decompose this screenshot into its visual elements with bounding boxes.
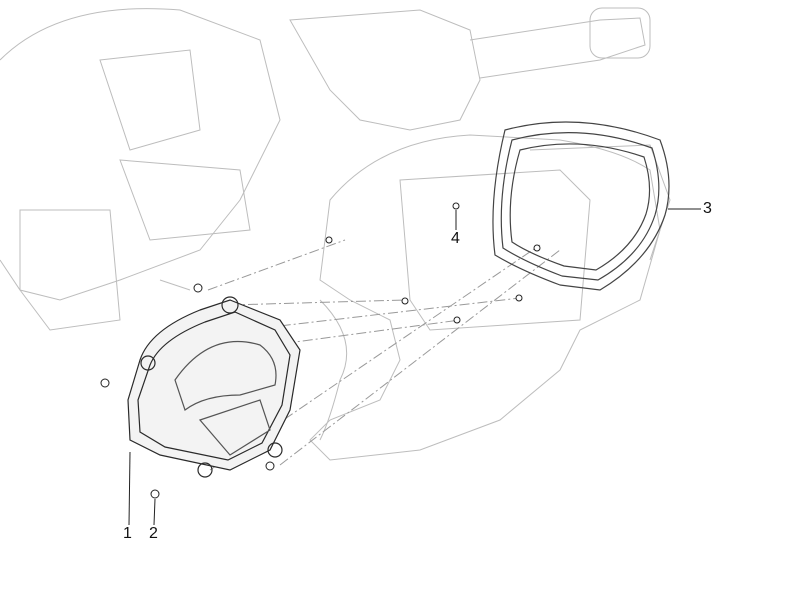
screw-icon — [100, 378, 110, 388]
screw-icon — [265, 461, 275, 471]
callout-4: 4 — [451, 230, 460, 247]
screw-icon — [325, 236, 333, 244]
callout-1: 1 — [123, 525, 132, 542]
screw-icon — [401, 297, 409, 305]
screws — [100, 202, 541, 499]
screw-icon — [453, 316, 461, 324]
callout-2: 2 — [149, 525, 158, 542]
part-1-instrument-cluster — [127, 296, 301, 478]
leader-lines — [128, 208, 701, 526]
screw-icon — [533, 244, 541, 252]
callout-3: 3 — [703, 200, 712, 217]
screw-icon — [452, 202, 460, 210]
screw-icon — [515, 294, 523, 302]
scooter-background-linework — [0, 7, 671, 471]
screw-icon — [150, 489, 160, 499]
screw-icon — [193, 283, 203, 293]
part-3-instrument-frame — [492, 121, 670, 291]
